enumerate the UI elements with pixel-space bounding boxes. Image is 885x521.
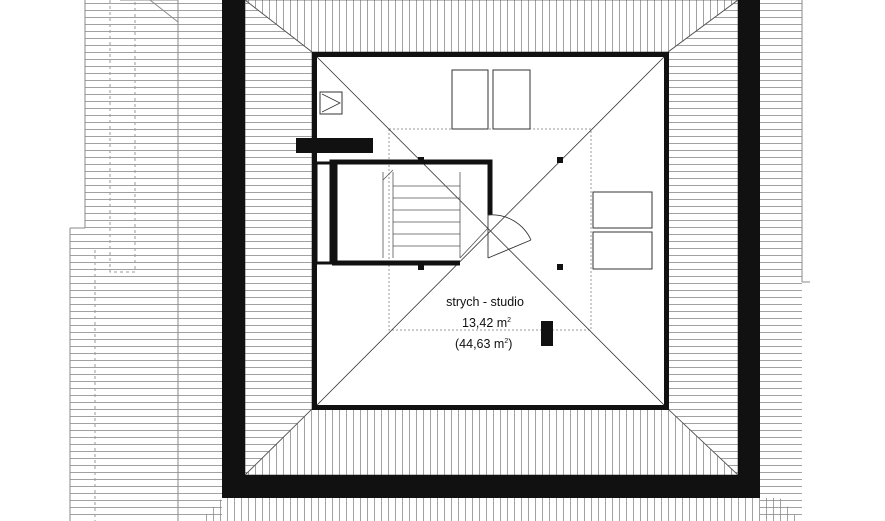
- room-name: strych - studio: [446, 295, 524, 309]
- room-usable-area: 13,42 m2: [462, 316, 511, 330]
- beam: [296, 138, 373, 153]
- posts: [418, 157, 563, 270]
- staircase: [314, 159, 493, 266]
- chimney: [541, 321, 553, 346]
- room-label-group: strych - studio 13,42 m2 (44,63 m2): [446, 295, 524, 351]
- door-swing: [487, 214, 532, 259]
- ceiling-outline-dashed: [388, 128, 592, 331]
- roof-windows: [451, 69, 653, 270]
- outer-walls: [222, 0, 760, 498]
- right-roof-eaves: [760, 0, 810, 521]
- room-total-area: (44,63 m2): [455, 337, 512, 351]
- roof-slopes: [244, 0, 740, 476]
- roof-hip-lines: [316, 56, 665, 406]
- vent-box: [319, 91, 343, 115]
- bottom-roof-eaves: [200, 498, 800, 521]
- left-roof-eaves: [69, 0, 222, 521]
